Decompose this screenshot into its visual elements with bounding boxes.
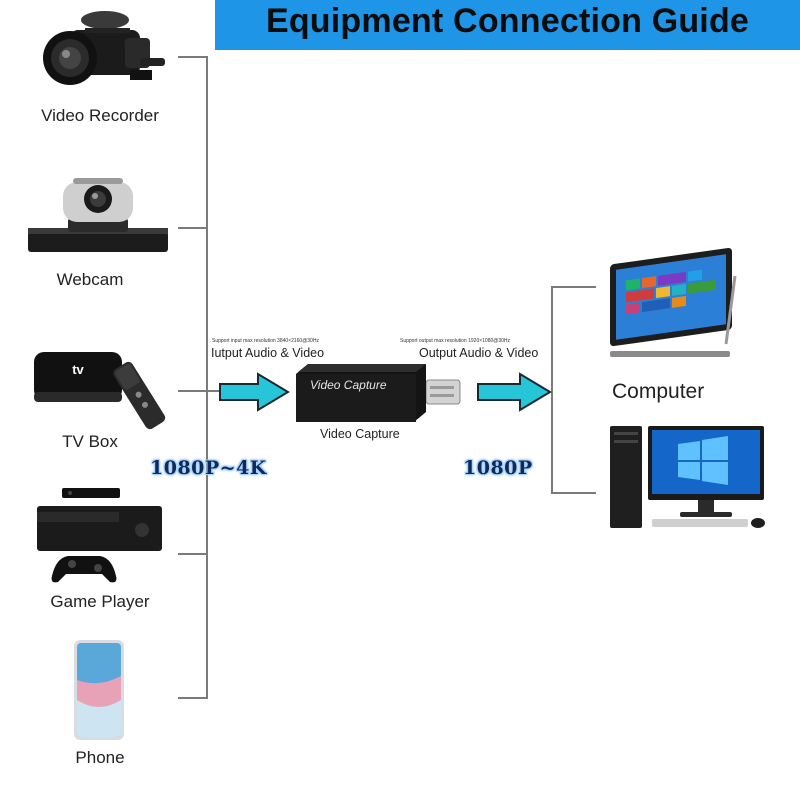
input-arrow-icon: [219, 372, 290, 412]
input-resolution-label: 1080P~4K: [150, 457, 267, 479]
output-resolution-label: 1080P: [463, 457, 533, 479]
video-capture-label: Video Capture: [320, 427, 400, 441]
phone-label: Phone: [75, 748, 125, 767]
page-title: Equipment Connection Guide: [265, 2, 750, 40]
branch-line-tablet: [551, 286, 596, 288]
phone-icon: [74, 640, 124, 740]
webcam-label: Webcam: [56, 270, 124, 289]
desktop-pc-icon: [610, 426, 765, 528]
branch-line-webcam: [178, 227, 208, 229]
output-audio-video-label: Output Audio & Video: [419, 346, 539, 360]
output-support-note: Support output max resolution 1920×1080@…: [400, 338, 511, 344]
video-recorder-label: Video Recorder: [41, 106, 159, 125]
left-bus-line: [206, 56, 208, 698]
tv-box-icon: tv: [34, 352, 166, 430]
title-banner: Equipment Connection Guide: [215, 0, 800, 50]
output-arrow-icon: [477, 372, 552, 412]
game-console-icon: [37, 488, 162, 583]
branch-line-phone: [178, 697, 208, 699]
tablet-computer-icon: [610, 247, 737, 357]
branch-line-desktop: [551, 492, 596, 494]
branch-line-game-player: [178, 553, 208, 555]
webcam-icon: [28, 178, 168, 252]
computer-label: Computer: [612, 380, 705, 403]
branch-line-video-recorder: [178, 56, 208, 58]
video-capture-device-icon: [296, 364, 461, 422]
input-support-note: Support input max resolution 3840×2160@3…: [212, 338, 319, 344]
input-audio-video-label: Iutput Audio & Video: [211, 346, 325, 360]
tv-box-label: TV Box: [62, 432, 118, 451]
right-bus-line: [551, 286, 553, 494]
video-recorder-icon: [43, 11, 165, 85]
game-player-label: Game Player: [50, 592, 150, 611]
svg-text:tv: tv: [72, 362, 84, 377]
branch-line-tv-box: [178, 390, 208, 392]
video-capture-device-text: Video Capture: [310, 378, 387, 392]
